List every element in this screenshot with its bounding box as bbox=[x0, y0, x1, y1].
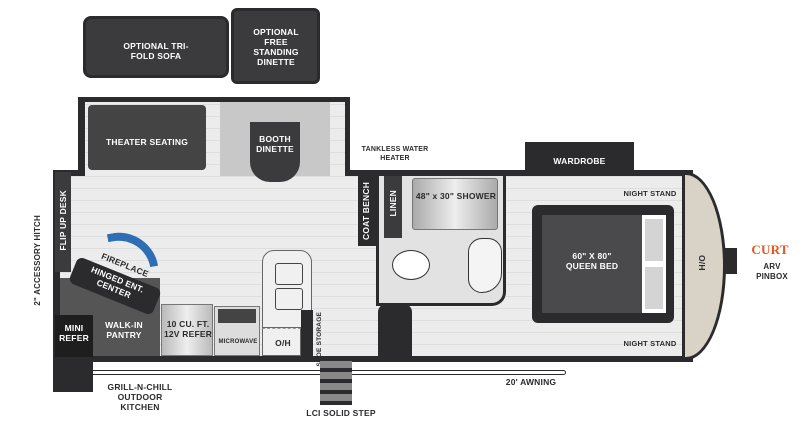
stove-icon bbox=[218, 309, 256, 323]
night-stand-bottom: NIGHT STAND bbox=[623, 339, 677, 348]
entry-step bbox=[320, 360, 352, 405]
mini-refer-label: MINI REFER bbox=[59, 323, 89, 343]
microwave: MICROWAVE bbox=[214, 306, 260, 356]
kitchen-counter bbox=[262, 328, 301, 356]
queen-bed: 60" X 80" QUEEN BED bbox=[532, 205, 674, 323]
pinbox-label: ARV PINBOX bbox=[756, 262, 788, 281]
mini-refer: MINI REFER bbox=[55, 315, 93, 357]
sofa-label: OPTIONAL TRI-FOLD SOFA bbox=[123, 41, 189, 61]
outdoor-kitchen-label: GRILL-N-CHILL OUTDOOR KITCHEN bbox=[107, 382, 173, 412]
front-cap: O/H bbox=[682, 172, 726, 360]
theater-seating: THEATER SEATING bbox=[88, 105, 206, 170]
curt-logo: CURT bbox=[751, 242, 789, 257]
toilet bbox=[392, 250, 430, 280]
awning-label: 20' AWNING bbox=[505, 377, 557, 387]
outdoor-kitchen bbox=[53, 360, 93, 392]
microwave-label: MICROWAVE bbox=[218, 339, 258, 345]
flip-up-desk: FLIP UP DESK bbox=[55, 172, 71, 272]
night-stand-top: NIGHT STAND bbox=[623, 189, 677, 198]
shoe-storage bbox=[301, 310, 313, 356]
optional-sofa: OPTIONAL TRI-FOLD SOFA bbox=[83, 16, 229, 78]
desk-label: FLIP UP DESK bbox=[58, 190, 68, 251]
front-oh-label: O/H bbox=[697, 255, 707, 271]
linen: LINEN bbox=[384, 176, 402, 238]
shower: 48" x 30" SHOWER bbox=[412, 178, 498, 230]
sink-bath bbox=[468, 238, 502, 293]
optional-dinette: OPTIONAL FREE STANDING DINETTE bbox=[231, 8, 320, 84]
dinette-label: OPTIONAL FREE STANDING DINETTE bbox=[253, 27, 299, 67]
water-heater-label: TANKLESS WATER HEATER bbox=[361, 146, 429, 162]
coat-bench-label: COAT BENCH bbox=[361, 181, 371, 241]
step-label: LCI SOLID STEP bbox=[306, 408, 376, 418]
booth-label: BOOTH DINETTE bbox=[256, 134, 294, 154]
booth-dinette: BOOTH DINETTE bbox=[220, 102, 330, 182]
theater-label: THEATER SEATING bbox=[105, 137, 189, 147]
kitchen-oh-label: O/H bbox=[275, 338, 291, 348]
refer-label: 10 CU. FT. 12V REFER bbox=[163, 319, 213, 339]
pinbox bbox=[725, 248, 737, 274]
entry-door bbox=[378, 304, 412, 356]
shower-label: 48" x 30" SHOWER bbox=[415, 191, 497, 201]
bed-label: 60" X 80" QUEEN BED bbox=[565, 251, 619, 271]
hitch-label: 2" ACCESSORY HITCH bbox=[33, 215, 42, 306]
sink-basin bbox=[275, 288, 303, 310]
pantry-label: WALK-IN PANTRY bbox=[105, 320, 143, 340]
refrigerator: 10 CU. FT. 12V REFER bbox=[161, 304, 213, 356]
sink-basin bbox=[275, 263, 303, 285]
linen-label: LINEN bbox=[388, 190, 398, 217]
awning bbox=[58, 370, 566, 375]
wardrobe-label: WARDROBE bbox=[553, 156, 606, 166]
coat-bench: COAT BENCH bbox=[358, 176, 376, 246]
shoe-label: SHOE STORAGE bbox=[316, 312, 323, 367]
